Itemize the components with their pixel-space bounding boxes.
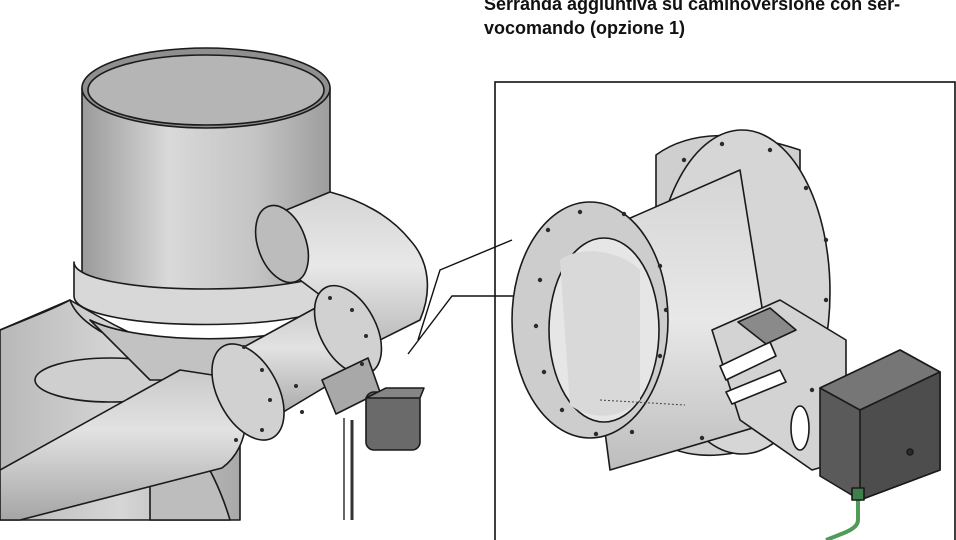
right-bolt-holes — [533, 141, 829, 441]
callout-leaders — [407, 239, 520, 355]
damper-detail — [511, 129, 941, 540]
caption-line-2: vocomando (opzione 1) — [484, 18, 686, 38]
motor-indicator — [906, 448, 914, 456]
cable-connector — [851, 487, 865, 501]
chimney-top-inner — [87, 54, 325, 126]
inner-shadow — [560, 251, 640, 416]
damper-flange-left — [211, 343, 285, 441]
motor-cable — [825, 490, 860, 540]
left-bolt-holes — [234, 296, 368, 442]
elbow-duct-mouth — [254, 204, 310, 284]
elbow-duct — [261, 191, 429, 341]
servo-motor-face — [859, 371, 941, 501]
figure-caption: Serranda aggiuntiva su caminoversione co… — [484, 0, 954, 40]
detail-frame — [494, 81, 956, 540]
bracket-slot-3 — [790, 405, 810, 451]
actuator-motor-top — [365, 387, 425, 399]
spindle — [737, 307, 797, 345]
bracket-slot-2 — [725, 369, 787, 405]
caption-line-1: Serranda aggiuntiva su caminoversione co… — [484, 0, 901, 14]
bracket-slot-1 — [719, 341, 777, 381]
chimney-assembly — [0, 47, 429, 521]
actuator-motor — [365, 391, 421, 451]
